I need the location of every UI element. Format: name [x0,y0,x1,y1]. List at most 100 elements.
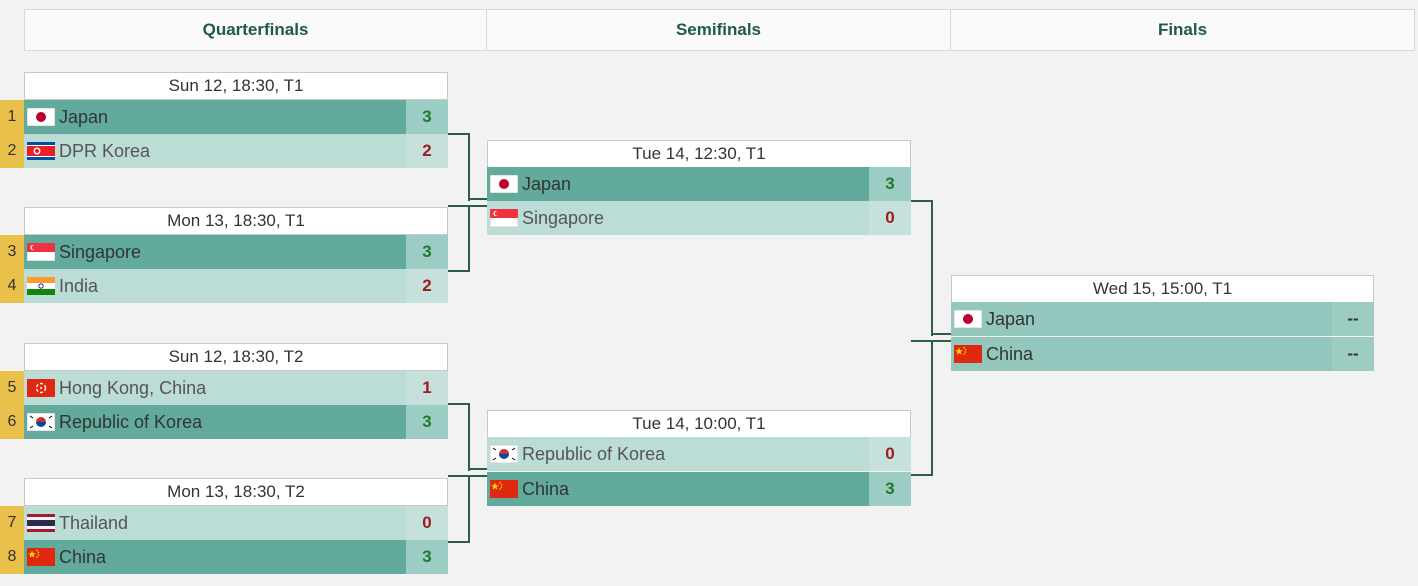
team-row[interactable]: China 3 [487,472,911,506]
qf3-match[interactable]: Sun 12, 18:30, T2 5 Hong Kong, China 1 6… [0,343,448,439]
seed-badge: 2 [0,134,24,168]
team-cell: China [24,540,406,574]
team-score: 1 [406,371,448,405]
team-cell: Singapore [24,235,406,269]
qf4-match[interactable]: Mon 13, 18:30, T2 7 Thailand 0 8 China 3 [0,478,448,574]
team-name: China [522,478,570,499]
bracket-connector [468,198,487,200]
bracket-connector [931,340,951,342]
team-name: Singapore [522,207,605,228]
thailand-flag-icon [27,514,55,532]
team-row[interactable]: 1 Japan 3 [0,100,448,134]
bracket-connector [468,475,487,477]
match-time: Sun 12, 18:30, T1 [24,72,448,100]
seed-badge: 6 [0,405,24,439]
bracket-connector [931,333,951,335]
seed-badge: 4 [0,269,24,303]
team-name: India [59,275,99,296]
team-row[interactable]: Republic of Korea 0 [487,437,911,471]
finals-header: Finals [950,9,1415,51]
team-row[interactable]: Singapore 0 [487,201,911,235]
team-cell: Japan [24,100,406,134]
team-score: 3 [406,540,448,574]
team-score: 0 [869,201,911,235]
team-cell: Singapore [487,201,869,235]
qf1-match[interactable]: Sun 12, 18:30, T1 1 Japan 3 2 DPR Korea … [0,72,448,168]
team-cell: Thailand [24,506,406,540]
team-score: 0 [406,506,448,540]
match-time: Tue 14, 12:30, T1 [487,140,911,168]
team-cell: DPR Korea [24,134,406,168]
team-cell: India [24,269,406,303]
team-name: Singapore [59,241,142,262]
india-flag-icon [27,277,55,295]
team-score: 3 [406,100,448,134]
team-row[interactable]: 2 DPR Korea 2 [0,134,448,168]
bracket-connector [448,475,470,543]
qf2-match[interactable]: Mon 13, 18:30, T1 3 Singapore 3 4 India … [0,207,448,303]
china-flag-icon [954,345,982,363]
team-score: -- [1332,337,1374,371]
bracket-connector [448,205,470,272]
seed-badge: 8 [0,540,24,574]
team-row[interactable]: Japan -- [951,302,1374,336]
team-cell: Japan [487,167,869,201]
team-row[interactable]: 7 Thailand 0 [0,506,448,540]
team-name: Japan [59,106,109,127]
singapore-flag-icon [490,209,518,227]
team-name: China [59,546,107,567]
seed-badge: 3 [0,235,24,269]
team-score: 3 [869,167,911,201]
team-score: 0 [869,437,911,471]
team-row[interactable]: 5 Hong Kong, China 1 [0,371,448,405]
team-score: 2 [406,269,448,303]
seed-badge: 7 [0,506,24,540]
bracket-connector [468,468,487,470]
sf2-match[interactable]: Tue 14, 10:00, T1 Republic of Korea 0 Ch… [487,410,911,506]
team-name: Japan [986,308,1036,329]
china-flag-icon [27,548,55,566]
china-flag-icon [490,480,518,498]
team-cell: Hong Kong, China [24,371,406,405]
sf1-match[interactable]: Tue 14, 12:30, T1 Japan 3 Singapore 0 [487,140,911,236]
final-match[interactable]: Wed 15, 15:00, T1 Japan -- China -- [951,275,1374,371]
match-time: Tue 14, 10:00, T1 [487,410,911,438]
team-row[interactable]: 4 India 2 [0,269,448,303]
japan-flag-icon [27,108,55,126]
match-time: Sun 12, 18:30, T2 [24,343,448,371]
team-row[interactable]: 8 China 3 [0,540,448,574]
team-cell: Japan [951,302,1332,336]
team-name: Hong Kong, China [59,377,207,398]
team-score: 3 [406,235,448,269]
team-name: Republic of Korea [59,411,203,432]
team-score: 3 [406,405,448,439]
team-name: China [986,343,1034,364]
team-score: 2 [406,134,448,168]
team-row[interactable]: China -- [951,337,1374,371]
bracket-connector [468,205,487,207]
team-score: -- [1332,302,1374,336]
korea-flag-icon [27,413,55,431]
seed-badge: 5 [0,371,24,405]
team-cell: China [487,472,869,506]
team-row[interactable]: 6 Republic of Korea 3 [0,405,448,439]
bracket-connector [911,200,933,336]
team-name: Japan [522,173,572,194]
match-time: Mon 13, 18:30, T1 [24,207,448,235]
quarterfinals-header: Quarterfinals [24,9,487,51]
team-name: Thailand [59,512,129,533]
semifinals-header: Semifinals [486,9,951,51]
team-name: DPR Korea [59,140,151,161]
team-score: 3 [869,472,911,506]
team-name: Republic of Korea [522,443,666,464]
japan-flag-icon [490,175,518,193]
team-cell: Republic of Korea [24,405,406,439]
japan-flag-icon [954,310,982,328]
team-cell: China [951,337,1332,371]
team-row[interactable]: 3 Singapore 3 [0,235,448,269]
team-cell: Republic of Korea [487,437,869,471]
seed-badge: 1 [0,100,24,134]
team-row[interactable]: Japan 3 [487,167,911,201]
dpr-korea-flag-icon [27,142,55,160]
hong-kong-flag-icon [27,379,55,397]
